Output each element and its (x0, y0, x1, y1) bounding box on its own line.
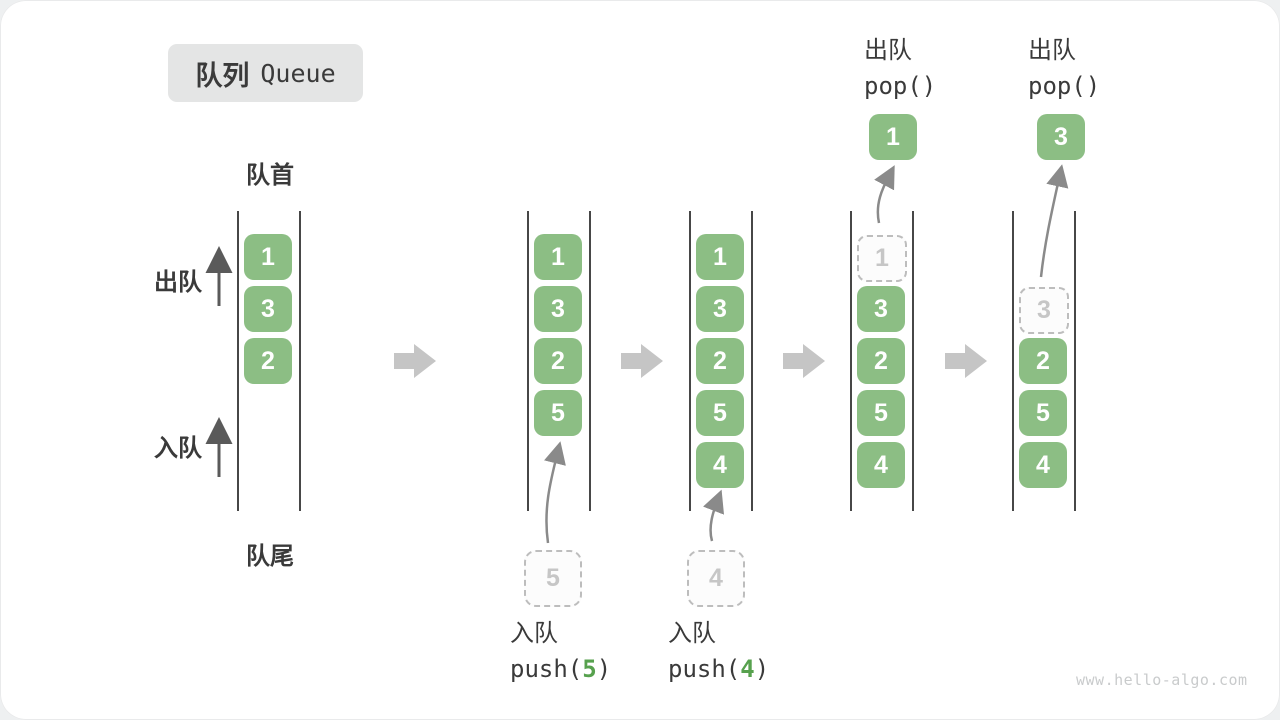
column-5-right-line (1074, 211, 1076, 511)
next-stage-arrow-icon (783, 344, 825, 378)
operation-label: 入队 (510, 620, 558, 647)
queue-box: 3 (696, 286, 744, 332)
column-4-right-line (912, 211, 914, 511)
operation-label: 出队 (864, 37, 912, 64)
queue-box: 2 (1019, 338, 1067, 384)
queue-box: 3 (244, 286, 292, 332)
staged-element-box: 4 (687, 550, 745, 607)
queue-box: 3 (857, 286, 905, 332)
dequeue-move-arrow-icon (874, 165, 895, 224)
queue-box: 2 (696, 338, 744, 384)
label-queue-rear: 队尾 (246, 543, 294, 570)
popped-element-box: 1 (869, 114, 917, 160)
queue-box: 2 (244, 338, 292, 384)
operation-annotation: 入队 push(4) (668, 613, 769, 683)
queue-box: 1 (244, 234, 292, 280)
operation-arg: 5 (582, 655, 597, 683)
operation-arg: 4 (740, 655, 755, 683)
removed-element-box: 3 (1019, 287, 1069, 334)
queue-box: 1 (534, 234, 582, 280)
operation-label: 出队 (1028, 37, 1076, 64)
column-1-left-line (237, 211, 239, 511)
column-3-right-line (751, 211, 753, 511)
operation-annotation: 出队 pop() (864, 30, 936, 100)
column-5-left-line (1012, 211, 1014, 511)
operation-annotation: 入队 push(5) (510, 613, 611, 683)
queue-box: 1 (696, 234, 744, 280)
popped-element-box: 3 (1037, 114, 1085, 160)
label-dequeue: 出队 (154, 269, 202, 296)
removed-element-box: 1 (857, 235, 907, 282)
operation-code: pop() (864, 72, 937, 100)
operation-annotation: 出队 pop() (1028, 30, 1100, 100)
enqueue-move-arrow-icon (544, 441, 566, 544)
label-enqueue: 入队 (154, 435, 202, 462)
queue-box: 4 (1019, 442, 1067, 488)
staged-element-box: 5 (524, 550, 582, 607)
operation-code: pop() (1028, 72, 1101, 100)
queue-box: 3 (534, 286, 582, 332)
column-2-left-line (527, 211, 529, 511)
queue-box: 5 (1019, 390, 1067, 436)
column-4-left-line (850, 211, 852, 511)
queue-box: 5 (534, 390, 582, 436)
column-1-right-line (299, 211, 301, 511)
operation-code: push(4) (668, 655, 770, 683)
queue-box: 2 (857, 338, 905, 384)
dequeue-move-arrow-icon (1039, 164, 1069, 278)
queue-box: 5 (857, 390, 905, 436)
enqueue-move-arrow-icon (703, 489, 725, 542)
column-3-left-line (689, 211, 691, 511)
next-stage-arrow-icon (394, 344, 436, 378)
queue-box: 4 (696, 442, 744, 488)
title-en: Queue (260, 58, 336, 88)
operation-label: 入队 (668, 620, 716, 647)
watermark: www.hello-algo.com (1076, 671, 1248, 689)
operation-code: push(5) (510, 655, 612, 683)
title-zh: 队列 (195, 60, 250, 91)
queue-box: 5 (696, 390, 744, 436)
queue-box: 4 (857, 442, 905, 488)
queue-box: 2 (534, 338, 582, 384)
label-queue-front: 队首 (246, 162, 294, 189)
title-badge: 队列 Queue (168, 44, 363, 102)
column-2-right-line (589, 211, 591, 511)
next-stage-arrow-icon (945, 344, 987, 378)
next-stage-arrow-icon (621, 344, 663, 378)
